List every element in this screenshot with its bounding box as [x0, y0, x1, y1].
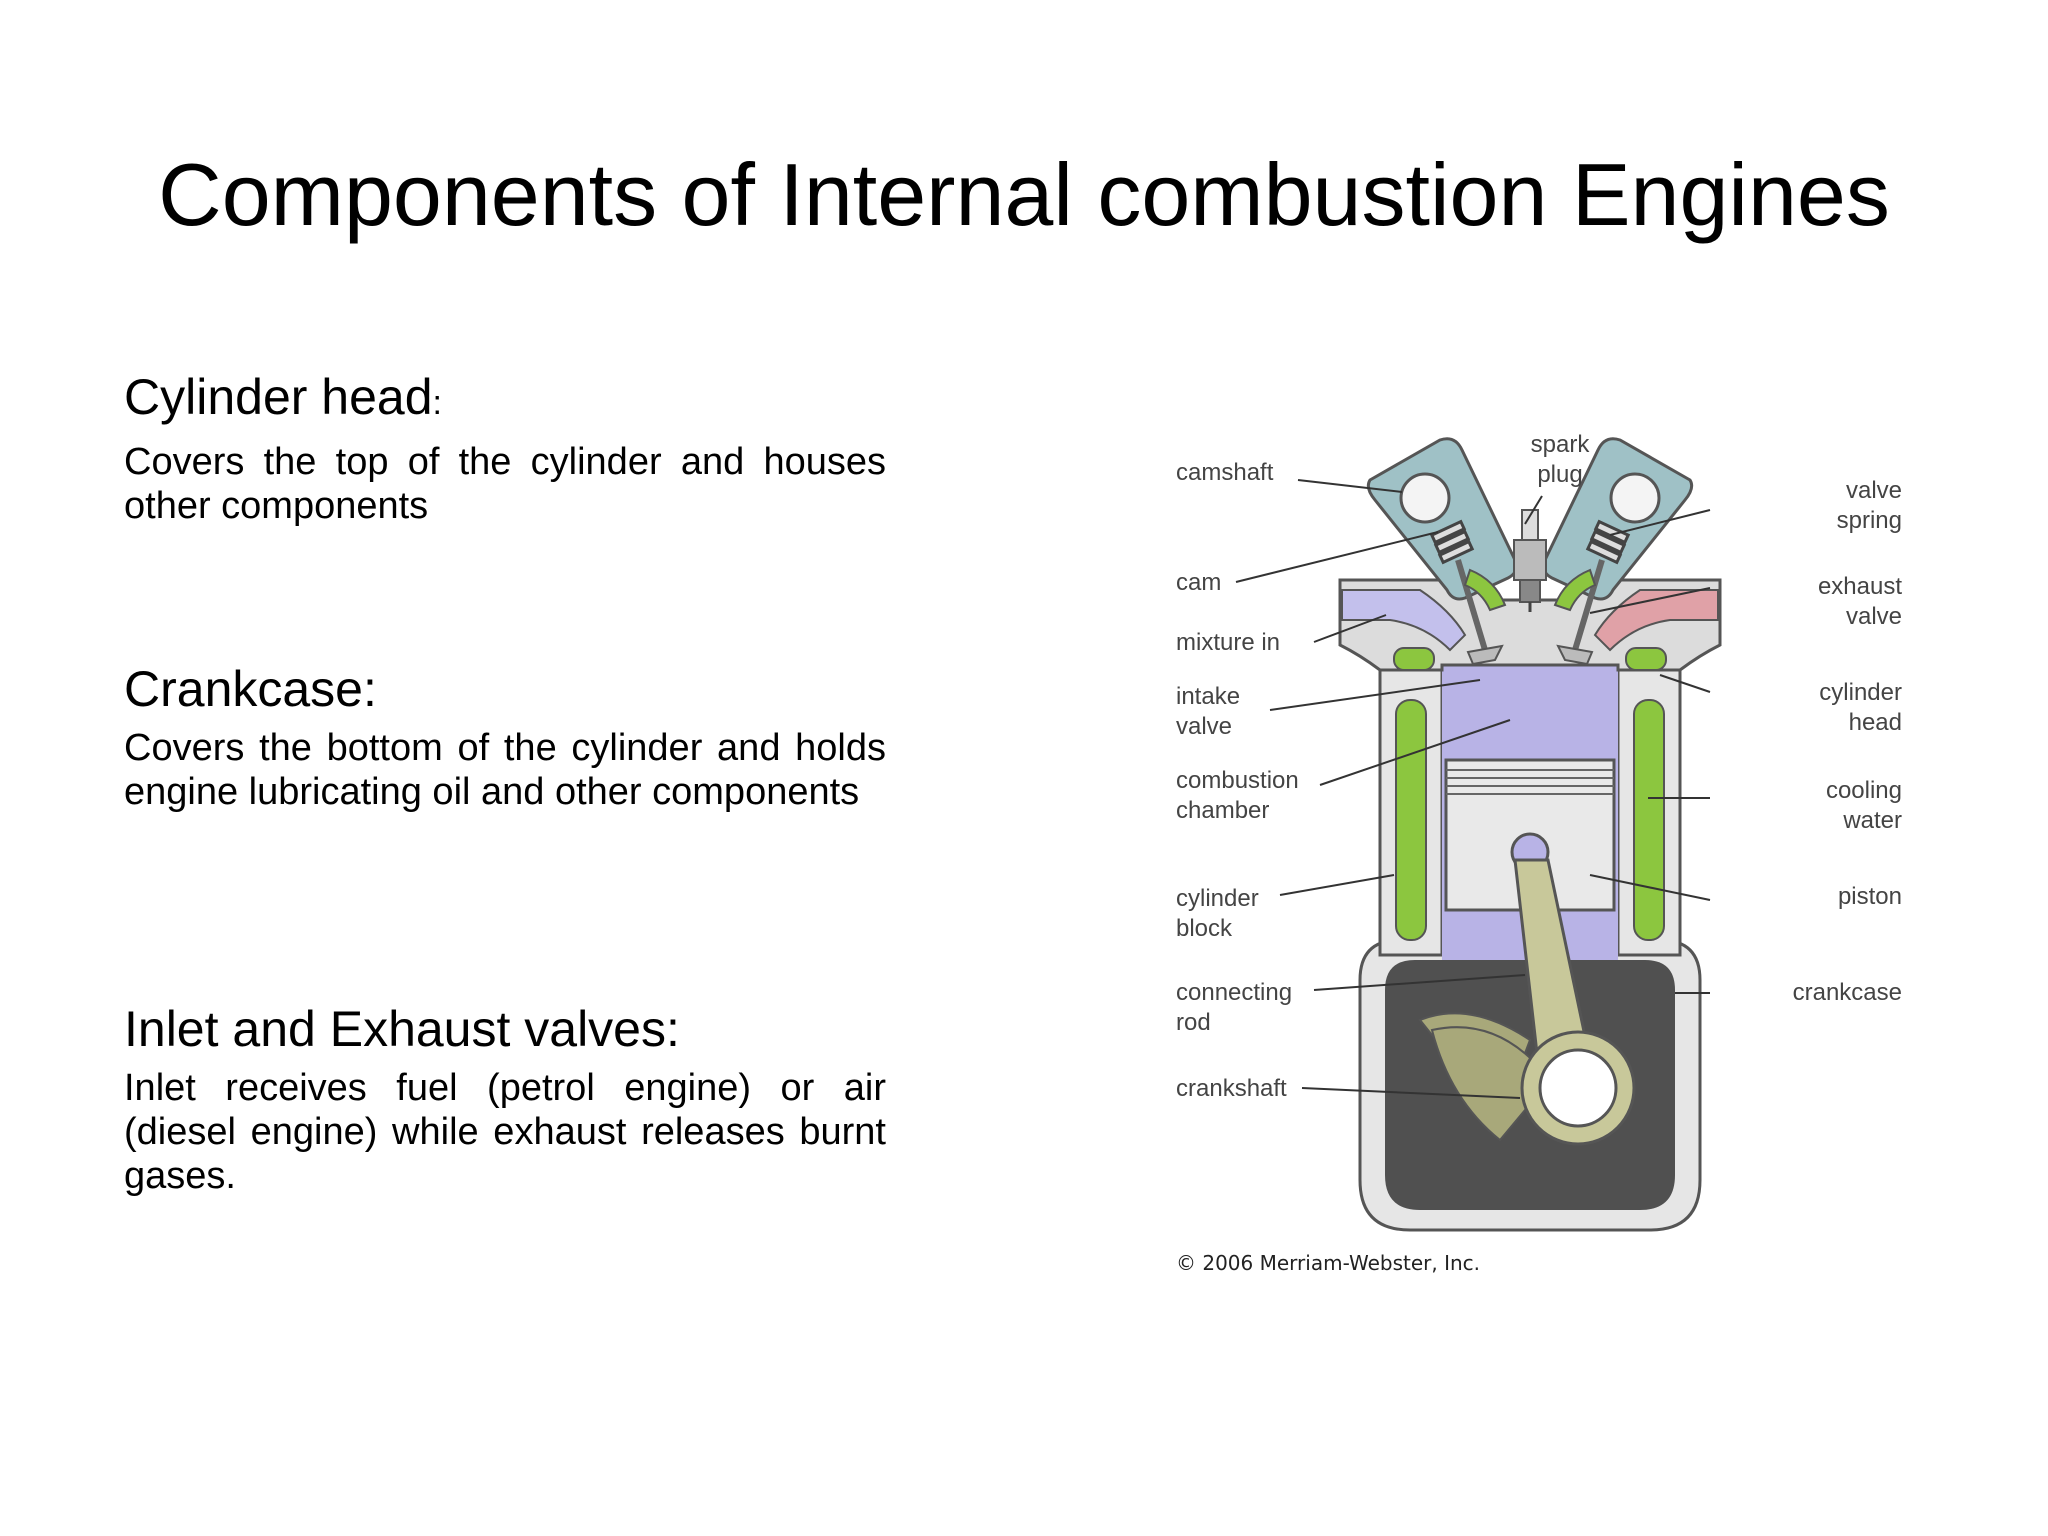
- label-crankshaft: crankshaft: [1176, 1075, 1287, 1102]
- label-line: water: [1842, 807, 1902, 834]
- label-camshaft: camshaft: [1176, 459, 1274, 486]
- heading-suffix: :: [432, 384, 442, 422]
- label-cylinder-head: cylinder head: [1819, 679, 1902, 736]
- label-intake-valve: intake valve: [1176, 683, 1240, 740]
- label-line: valve: [1176, 713, 1232, 740]
- heading-text: Cylinder head: [124, 369, 433, 425]
- label-line: combustion: [1176, 767, 1299, 794]
- label-line: exhaust: [1818, 573, 1902, 600]
- section-body: Covers the top of the cylinder and house…: [124, 441, 886, 527]
- label-line: head: [1849, 709, 1902, 736]
- label-line: rod: [1176, 1009, 1211, 1036]
- slide-title: Components of Internal combustion Engine…: [158, 145, 1890, 244]
- section-valves: Inlet and Exhaust valves: Inlet receives…: [124, 998, 886, 1198]
- label-line: cylinder: [1176, 885, 1259, 912]
- valve-spring-right: [1585, 519, 1631, 565]
- label-piston: piston: [1838, 883, 1902, 910]
- label-line: cooling: [1826, 777, 1902, 804]
- label-line: valve: [1846, 477, 1902, 504]
- cooling-water-right: [1633, 699, 1665, 941]
- camshaft-right: [1609, 472, 1661, 524]
- section-cylinder-head: Cylinder head: Covers the top of the cyl…: [124, 366, 886, 528]
- label-line: crankshaft: [1176, 1075, 1287, 1102]
- section-heading: Inlet and Exhaust valves:: [124, 1001, 680, 1057]
- label-line: cam: [1176, 569, 1221, 596]
- label-line: block: [1176, 915, 1233, 942]
- exhaust-valve-head: [1556, 644, 1594, 666]
- section-heading: Cylinder head:: [124, 366, 886, 434]
- intake-port: [1341, 589, 1467, 652]
- label-mixture-in: mixture in: [1176, 629, 1280, 656]
- crankshaft-journal: [1538, 1048, 1618, 1128]
- label-spark-plug: spark plug: [1531, 431, 1591, 488]
- cam-housing-right: [1542, 437, 1694, 601]
- piston-rings: [1446, 769, 1614, 795]
- label-connecting-rod: connecting rod: [1176, 979, 1292, 1036]
- label-line: mixture in: [1176, 629, 1280, 656]
- intake-valve-stem: [1455, 559, 1488, 651]
- copyright-note: © 2006 Merriam-Webster, Inc.: [1176, 1251, 1480, 1275]
- label-line: spring: [1837, 507, 1902, 534]
- leader-lines: [1235, 479, 1711, 1099]
- section-crankcase: Crankcase: Covers the bottom of the cyli…: [124, 658, 886, 814]
- cooling-water-left: [1395, 699, 1427, 941]
- camshaft-left: [1399, 472, 1451, 524]
- label-valve-spring: valve spring: [1837, 477, 1902, 534]
- spark-plug: [1513, 509, 1547, 612]
- valve-spring-left: [1429, 519, 1475, 565]
- label-line: camshaft: [1176, 459, 1274, 486]
- head-arc-left: [1463, 568, 1507, 612]
- head-arc-right: [1553, 568, 1597, 612]
- label-line: plug: [1537, 461, 1582, 488]
- label-line: chamber: [1176, 797, 1269, 824]
- section-body: Covers the bottom of the cylinder and ho…: [124, 727, 886, 813]
- label-line: valve: [1846, 603, 1902, 630]
- label-cooling-water: cooling water: [1826, 777, 1902, 834]
- label-cam: cam: [1176, 569, 1221, 596]
- label-crankcase: crankcase: [1793, 979, 1902, 1006]
- exhaust-valve-stem: [1572, 559, 1605, 651]
- intake-valve-head: [1466, 644, 1504, 666]
- label-line: piston: [1838, 883, 1902, 910]
- head-cooling-right: [1625, 647, 1667, 671]
- label-combustion-chamber: combustion chamber: [1176, 767, 1299, 824]
- engine-diagram: camshaft cam mixture in intake valve comb…: [1176, 431, 1902, 1275]
- section-body: Inlet receives fuel (petrol engine) or a…: [124, 1067, 886, 1197]
- label-cylinder-block: cylinder block: [1176, 885, 1259, 942]
- label-exhaust-valve: exhaust valve: [1818, 573, 1902, 630]
- head-cooling-left: [1393, 647, 1435, 671]
- label-line: intake: [1176, 683, 1240, 710]
- cam-housing-left: [1366, 437, 1518, 601]
- label-line: cylinder: [1819, 679, 1902, 706]
- section-heading: Crankcase:: [124, 661, 377, 717]
- label-line: spark: [1531, 431, 1591, 458]
- label-line: connecting: [1176, 979, 1292, 1006]
- label-line: crankcase: [1793, 979, 1902, 1006]
